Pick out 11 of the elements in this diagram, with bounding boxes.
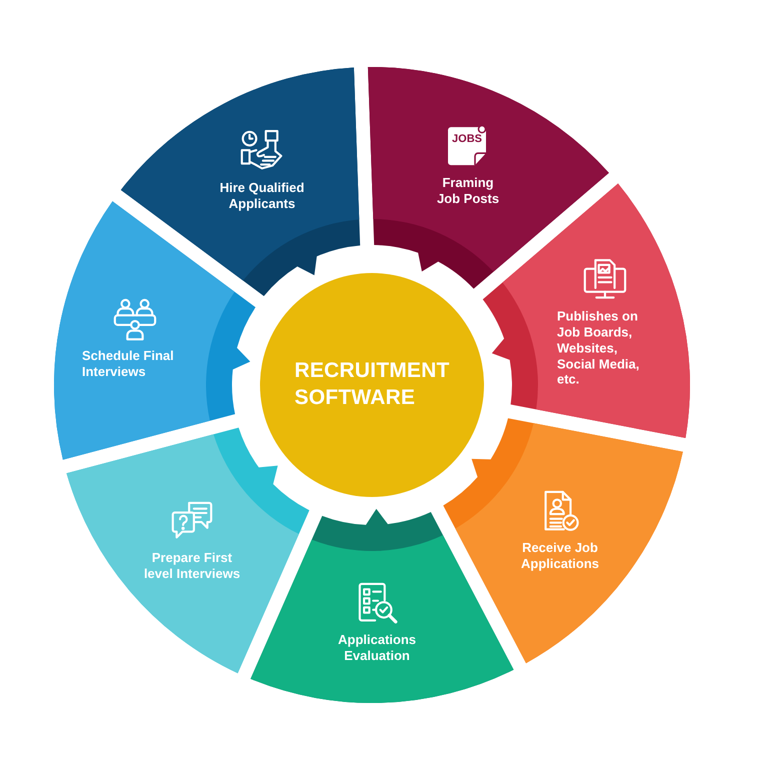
wheel-segment: [120, 67, 361, 297]
step-label: Framing Job Posts: [436, 175, 500, 207]
step-label: Receive Job Applications: [520, 540, 600, 572]
note-label: JOBS: [451, 133, 483, 146]
step-label: Schedule Final Interviews: [82, 348, 175, 380]
hub-title: RECRUITMENT SOFTWARE: [294, 358, 450, 411]
wheel-segment: [66, 427, 310, 674]
step-label: Applications Evaluation: [336, 632, 417, 664]
step-label: Hire Qualified Applicants: [218, 180, 306, 212]
step-label: Publishes on Job Boards, Websites, Social Media, etc.: [557, 308, 640, 388]
step-label: Prepare First level Interviews: [142, 550, 242, 582]
